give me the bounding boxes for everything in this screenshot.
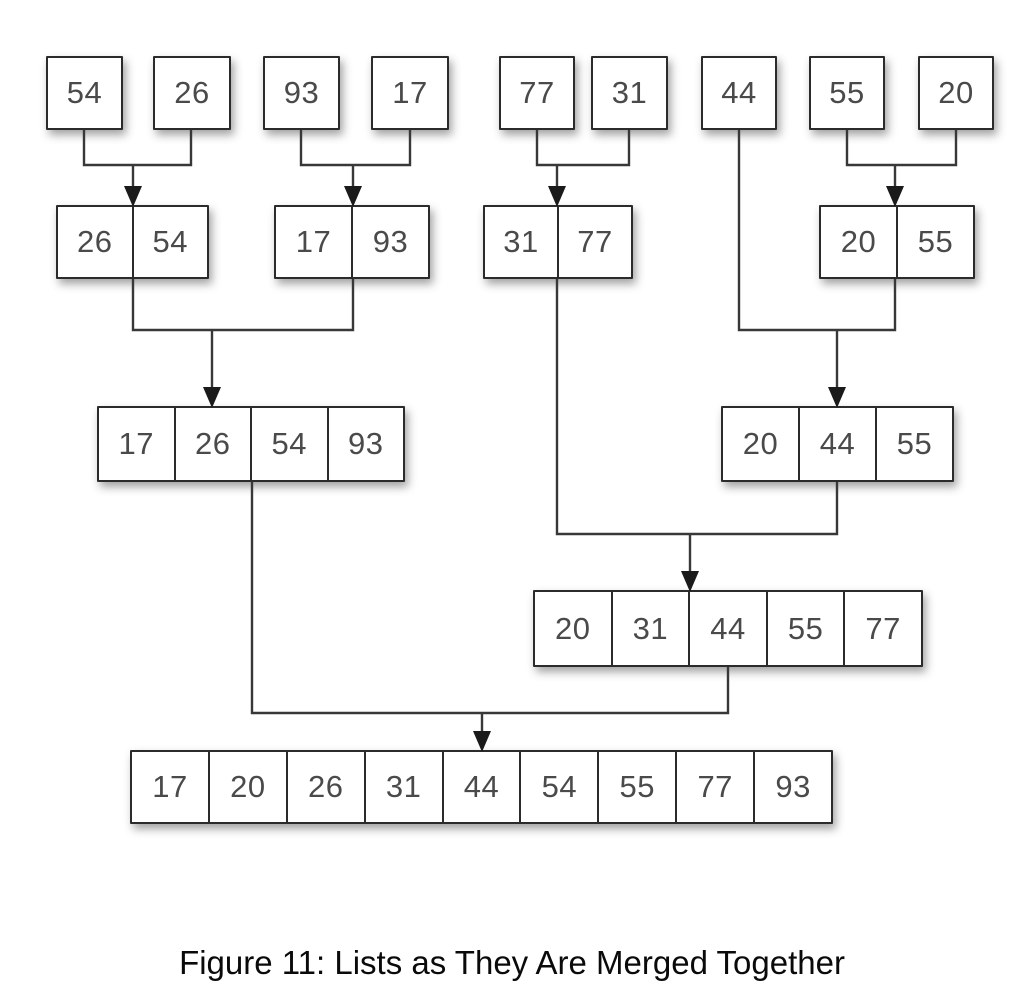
list-cell: 54: [131, 207, 208, 277]
merge-bracket-line: [535, 130, 631, 167]
list-row-1-6: 31: [591, 56, 668, 130]
list-row-1-8: 55: [809, 56, 885, 130]
list-cell: 20: [207, 752, 286, 822]
list-row-2-1: 26 54: [56, 205, 209, 279]
list-cell: 93: [326, 408, 404, 480]
list-cell: 93: [753, 752, 831, 822]
merge-bracket-line: [845, 130, 958, 167]
list-cell: 55: [765, 592, 844, 665]
list-cell: 26: [285, 752, 364, 822]
list-cell: 26: [174, 75, 210, 110]
list-cell: 55: [597, 752, 675, 822]
list-cell: 31: [611, 75, 648, 110]
list-cell: 20: [742, 426, 779, 461]
list-cell: 17: [118, 426, 154, 461]
list-cell: 20: [938, 75, 974, 110]
list-row-1-2: 26: [153, 56, 231, 130]
list-cell: 55: [829, 75, 865, 110]
list-cell: 44: [798, 408, 875, 480]
list-cell: 77: [675, 752, 753, 822]
list-cell: 26: [173, 408, 251, 480]
list-cell: 20: [840, 224, 877, 259]
list-cell: 44: [688, 592, 766, 665]
list-cell: 77: [519, 75, 555, 110]
list-row-1-4: 17: [371, 56, 449, 130]
merge-arrowhead-icon: [473, 731, 491, 752]
list-cell: 77: [843, 592, 921, 665]
list-cell: 20: [555, 610, 591, 646]
merge-arrowhead-icon: [203, 387, 221, 408]
list-cell: 93: [351, 207, 428, 277]
merge-bracket-line: [82, 130, 193, 167]
merge-arrowhead-icon: [886, 186, 904, 207]
list-cell: 17: [152, 769, 188, 804]
list-row-2-3: 31 77: [483, 205, 633, 279]
merge-arrowhead-icon: [681, 571, 699, 592]
list-cell: 44: [441, 752, 520, 822]
list-cell: 55: [896, 207, 973, 277]
list-cell: 31: [503, 224, 539, 259]
list-cell: 44: [721, 75, 757, 110]
list-cell: 77: [557, 207, 631, 277]
list-cell: 54: [250, 408, 327, 480]
merge-bracket-line: [131, 279, 355, 332]
list-cell: 26: [77, 224, 113, 259]
merge-bracket-line: [299, 130, 412, 167]
list-cell: 31: [363, 752, 442, 822]
list-cell: 54: [519, 752, 597, 822]
merge-arrowhead-icon: [124, 186, 142, 207]
list-cell: 54: [66, 75, 103, 110]
figure-caption: Figure 11: Lists as They Are Merged Toge…: [179, 944, 845, 981]
list-cell: 31: [610, 592, 689, 665]
list-cell: 55: [875, 408, 952, 480]
list-row-1-5: 77: [499, 56, 575, 130]
list-row-1-3: 93: [263, 56, 340, 130]
list-cell: 17: [295, 224, 332, 259]
merge-arrowhead-icon: [548, 186, 566, 207]
list-row-1-7: 44: [701, 56, 777, 130]
list-row-1-1: 54: [46, 56, 123, 130]
list-cell: 17: [392, 75, 428, 110]
merge-arrowhead-icon: [344, 186, 362, 207]
list-cell: 93: [283, 75, 320, 110]
list-row-1-9: 20: [918, 56, 994, 130]
merge-arrowhead-icon: [828, 387, 846, 408]
